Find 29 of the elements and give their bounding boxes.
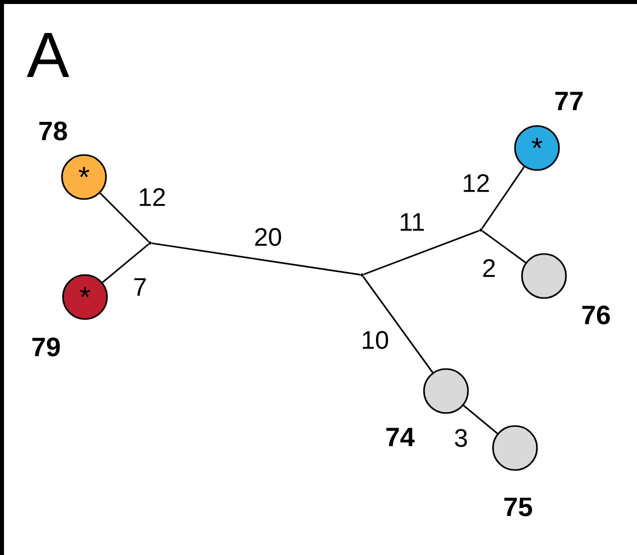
branch-line [482,230,526,264]
branch-line [102,244,150,284]
branch-line [463,404,498,434]
branch-length-label: 12 [460,172,492,194]
sample-circle [423,368,469,414]
panel-letter: A [26,32,70,77]
sample-number: 76 [582,306,610,324]
sample-circle [521,253,567,299]
sample-number: 75 [504,498,532,516]
branch-line [481,166,525,229]
branch-line [152,242,360,276]
branch-line [363,230,480,276]
branch-length-label: 11 [398,212,426,232]
sample-number: 78 [39,122,67,140]
branch-length-label: 7 [132,276,148,298]
branch-line [100,192,150,242]
sample-number: 74 [386,428,415,446]
branch-length-label: 3 [452,428,470,448]
sample-circle [492,425,538,471]
branch-point [360,273,364,277]
branch-line [362,276,434,373]
branch-length-label: 2 [480,258,498,278]
branch-point [479,228,483,232]
sample-number: 79 [32,338,60,356]
sample-number: 77 [555,92,583,110]
branch-length-label: 12 [136,186,168,208]
branch-point [148,241,152,245]
branch-length-label: 20 [252,226,284,248]
branch-length-label: 10 [360,330,390,350]
